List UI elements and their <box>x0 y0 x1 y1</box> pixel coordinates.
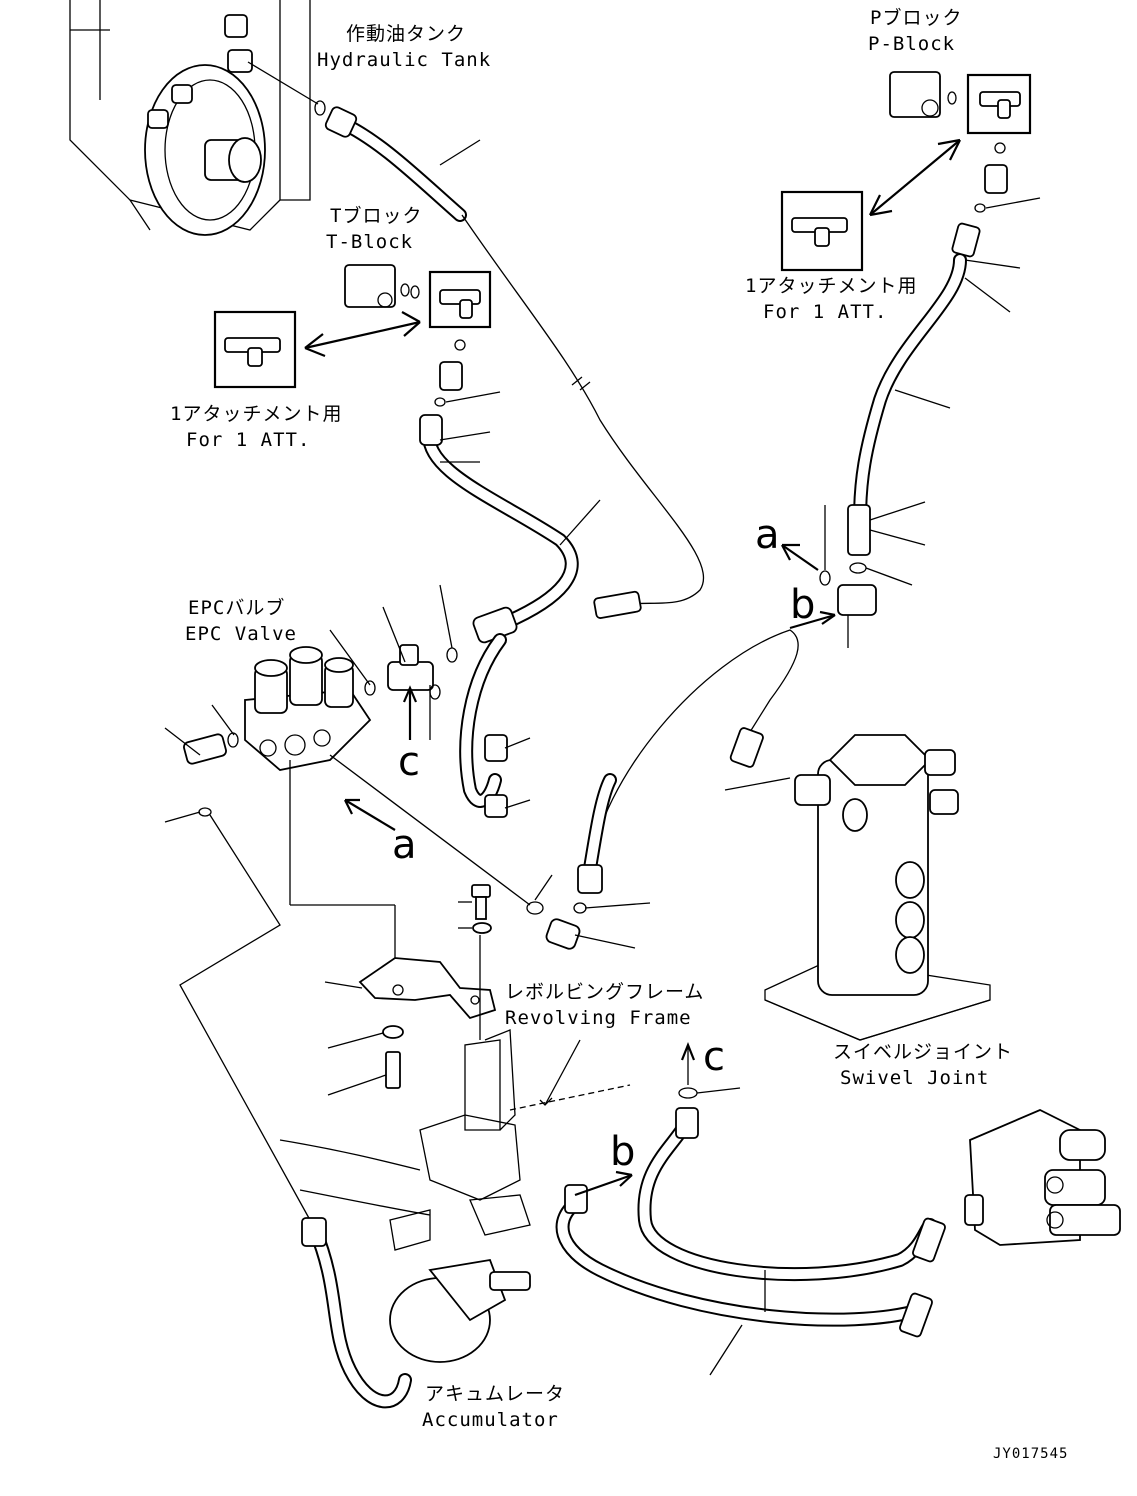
epc-lower-hose <box>459 633 531 818</box>
t-block-label-en: T-Block <box>326 231 413 253</box>
hydraulic-tank <box>69 0 326 236</box>
epc-tee-fitting <box>382 584 458 740</box>
control-valve-hoses <box>555 1042 946 1376</box>
t-block <box>213 264 501 407</box>
view-marker-c-bottom: c <box>703 1034 725 1080</box>
epc-valve-label-jp: EPCバルブ <box>188 596 285 619</box>
p-block-att-label-jp: 1アタッチメント用 <box>745 275 917 297</box>
revolving-frame-label-jp: レボルビングフレーム <box>505 981 704 1003</box>
view-marker-c-left: c <box>398 739 420 785</box>
swivel-joint-label-jp: スイベルジョイント <box>833 1041 1013 1063</box>
t-block-att-label-en: For 1 ATT. <box>186 429 310 451</box>
view-marker-a-top: a <box>755 512 780 558</box>
accumulator <box>389 1258 531 1363</box>
revolving-frame <box>279 1029 631 1251</box>
drawing-code: JY017545 <box>993 1446 1068 1462</box>
t-block-hose <box>419 414 642 644</box>
control-valve <box>964 1109 1121 1246</box>
bracket-assembly <box>324 884 497 1096</box>
hydraulic-tank-label-jp: 作動油タンク <box>346 23 466 45</box>
view-marker-b-top: b <box>790 582 815 628</box>
hydraulic-tank-label-en: Hydraulic Tank <box>317 49 491 71</box>
swivel-joint-label-en: Swivel Joint <box>840 1067 989 1089</box>
tank-return-hose <box>324 106 705 606</box>
epc-left-elbow <box>164 704 239 823</box>
accumulator-label-en: Accumulator <box>422 1409 559 1431</box>
view-marker-b-bottom: b <box>610 1129 635 1175</box>
view-marker-a-left: a <box>392 822 417 868</box>
accumulator-label-jp: アキュムレータ <box>425 1383 565 1405</box>
swivel-joint <box>764 734 991 1041</box>
epc-valve <box>244 629 376 771</box>
swivel-hose <box>577 629 799 894</box>
epc-valve-label-en: EPC Valve <box>185 623 297 645</box>
revolving-frame-label-en: Revolving Frame <box>505 1007 692 1029</box>
p-block-hose <box>781 222 1021 648</box>
accumulator-hose <box>179 814 412 1409</box>
t-block-att-label-jp: 1アタッチメント用 <box>170 403 342 425</box>
p-block <box>780 71 1041 272</box>
t-block-label-jp: Tブロック <box>330 204 422 227</box>
labels: 作動油タンク Hydraulic Tank Tブロック T-Block 1アタッ… <box>170 6 1068 1462</box>
p-block-label-en: P-Block <box>868 33 955 55</box>
p-block-label-jp: Pブロック <box>870 6 962 29</box>
epc-leader-lines <box>289 754 531 990</box>
swivel-elbow <box>526 874 651 950</box>
p-block-att-label-en: For 1 ATT. <box>763 301 887 323</box>
